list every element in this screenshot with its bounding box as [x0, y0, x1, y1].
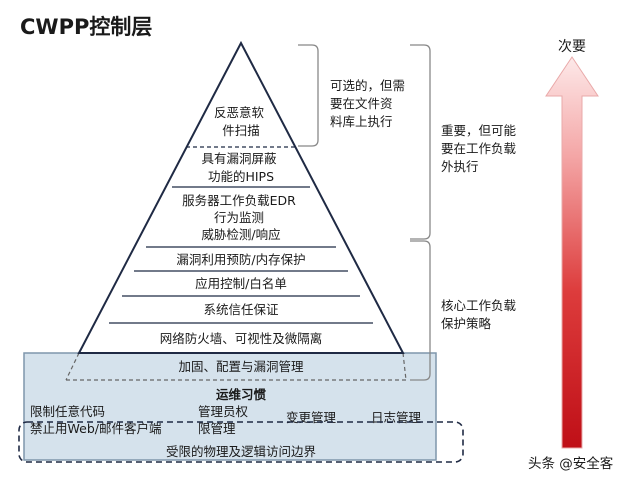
- bracket-core: [410, 240, 431, 381]
- base-ops-restrict-code: 限制任意代码 禁止用Web/邮件客户端: [30, 404, 161, 436]
- layer-hips: 具有漏洞屏蔽 功能的HIPS: [202, 151, 281, 184]
- layer-firewall: 网络防火墙、可视性及微隔离: [160, 331, 323, 346]
- boundary-dashed-box: [18, 421, 464, 463]
- layer-system-trust: 系统信任保证: [203, 302, 279, 317]
- annotation-brackets: [298, 44, 431, 381]
- layer-exploit-prevention: 漏洞利用预防/内存保护: [176, 252, 305, 267]
- layer-antimalware: 反恶意软 件扫描: [214, 105, 268, 138]
- base-ops-title: 运维习惯: [216, 387, 267, 402]
- bracket-inner-top: [298, 44, 319, 147]
- annotation-inner-top: 可选的，但需 要在文件资 料库上执行: [330, 78, 409, 129]
- base-texts: 加固、配置与漏洞管理 运维习惯 限制任意代码 禁止用Web/邮件客户端 管理员权…: [30, 359, 422, 436]
- priority-label: 次要: [558, 39, 586, 55]
- base-ops-admin-privilege: 管理员权 限管理: [198, 404, 252, 436]
- bracket-outer: [410, 44, 431, 240]
- layer-edr: 服务器工作负载EDR 行为监测 威胁检测/响应: [182, 193, 300, 242]
- base-region: [23, 352, 437, 461]
- annotation-outer-top: 重要，但可能 要在工作负载 外执行: [441, 123, 520, 174]
- watermark-text: 头条 @安全客: [528, 455, 614, 472]
- priority-arrow: [545, 56, 599, 449]
- annotation-core: 核心工作负载 保护策略: [441, 298, 520, 331]
- pyramid-dividers: [109, 146, 373, 324]
- diagram-title: CWPP控制层: [20, 15, 152, 39]
- pyramid-layer-texts: 反恶意软 件扫描 具有漏洞屏蔽 功能的HIPS 服务器工作负载EDR 行为监测 …: [160, 105, 323, 346]
- base-hardening: 加固、配置与漏洞管理: [178, 359, 304, 374]
- layer-app-control: 应用控制/白名单: [195, 276, 287, 291]
- boundary-label: 受限的物理及逻辑访问边界: [166, 444, 317, 459]
- pyramid: [77, 40, 405, 354]
